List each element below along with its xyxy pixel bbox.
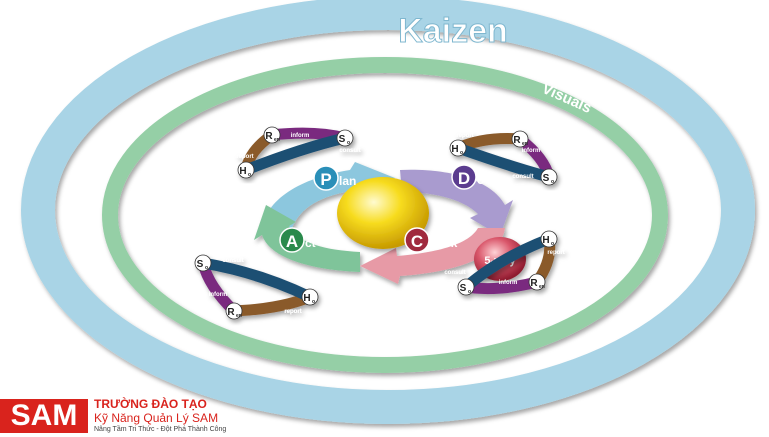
inform-label: inform bbox=[522, 148, 541, 154]
svg-text:o: o bbox=[248, 172, 251, 178]
inform-label: inform bbox=[209, 292, 228, 298]
svg-text:S: S bbox=[197, 259, 204, 270]
consult-label: consult bbox=[339, 148, 360, 154]
kaizen-ring bbox=[21, 0, 755, 424]
sam-logo-mark: SAM bbox=[0, 399, 88, 433]
logo-line-2: Kỹ Năng Quản Lý SAM bbox=[94, 411, 219, 425]
svg-text:S: S bbox=[339, 134, 346, 145]
svg-text:H: H bbox=[239, 166, 246, 177]
plan-label: P lan bbox=[313, 165, 356, 191]
svg-text:lan: lan bbox=[339, 174, 356, 188]
kaizen-label: Kaizen bbox=[398, 12, 508, 50]
svg-text:o: o bbox=[477, 173, 484, 187]
pdca-cycle bbox=[254, 162, 513, 284]
svg-text:o: o bbox=[205, 265, 208, 271]
svg-text:C: C bbox=[411, 232, 423, 251]
svg-text:o: o bbox=[551, 179, 554, 185]
svg-text:en: en bbox=[236, 313, 242, 319]
consult-arrow bbox=[462, 233, 551, 292]
svg-text:en: en bbox=[539, 284, 545, 290]
logo-line-3: Nâng Tầm Tri Thức - Đột Phá Thành Công bbox=[94, 426, 227, 433]
act-segment bbox=[254, 205, 360, 272]
svg-text:H: H bbox=[303, 293, 310, 304]
svg-text:R: R bbox=[227, 307, 235, 318]
act-label: A ct bbox=[279, 227, 316, 253]
svg-text:A: A bbox=[286, 232, 298, 251]
center-sphere bbox=[337, 177, 429, 249]
svg-text:R: R bbox=[530, 278, 538, 289]
consult-label: consult bbox=[222, 258, 243, 264]
do-label: D o bbox=[451, 164, 484, 190]
svg-text:en: en bbox=[274, 137, 280, 143]
consult-arrow bbox=[243, 132, 347, 176]
svg-text:H: H bbox=[542, 235, 549, 246]
visuals-ring bbox=[102, 57, 668, 373]
svg-text:S: S bbox=[460, 283, 467, 294]
report-label: report bbox=[236, 154, 253, 160]
inform-label: inform bbox=[499, 280, 518, 286]
svg-text:o: o bbox=[347, 140, 350, 146]
svg-text:o: o bbox=[551, 241, 554, 247]
consult-label: consult bbox=[512, 174, 533, 180]
svg-text:R: R bbox=[265, 131, 273, 142]
logo-line-1: TRƯỜNG ĐÀO TẠO bbox=[94, 397, 207, 411]
svg-text:D: D bbox=[458, 169, 470, 188]
report-label: report bbox=[456, 133, 473, 139]
do-segment bbox=[400, 169, 513, 236]
consult-label: consult bbox=[444, 270, 465, 276]
svg-text:S: S bbox=[543, 173, 550, 184]
inform-label: inform bbox=[291, 133, 310, 139]
svg-text:heck: heck bbox=[430, 236, 458, 250]
svg-text:ct: ct bbox=[305, 236, 316, 250]
svg-text:R: R bbox=[513, 135, 521, 146]
check-label: C heck bbox=[404, 227, 458, 253]
svg-text:P: P bbox=[320, 170, 331, 189]
svg-text:o: o bbox=[468, 289, 471, 295]
svg-text:o: o bbox=[460, 150, 463, 156]
svg-text:en: en bbox=[522, 141, 528, 147]
sam-logo: SAM TRƯỜNG ĐÀO TẠO Kỹ Năng Quản Lý SAM N… bbox=[0, 395, 230, 437]
check-segment bbox=[360, 228, 505, 284]
report-label: report bbox=[547, 250, 564, 256]
report-label: report bbox=[284, 309, 301, 315]
consult-arrow bbox=[202, 257, 313, 302]
plan-segment bbox=[262, 162, 395, 230]
visuals-label: Visuals bbox=[539, 80, 594, 117]
svg-text:H: H bbox=[451, 144, 458, 155]
svg-text:o: o bbox=[312, 299, 315, 305]
